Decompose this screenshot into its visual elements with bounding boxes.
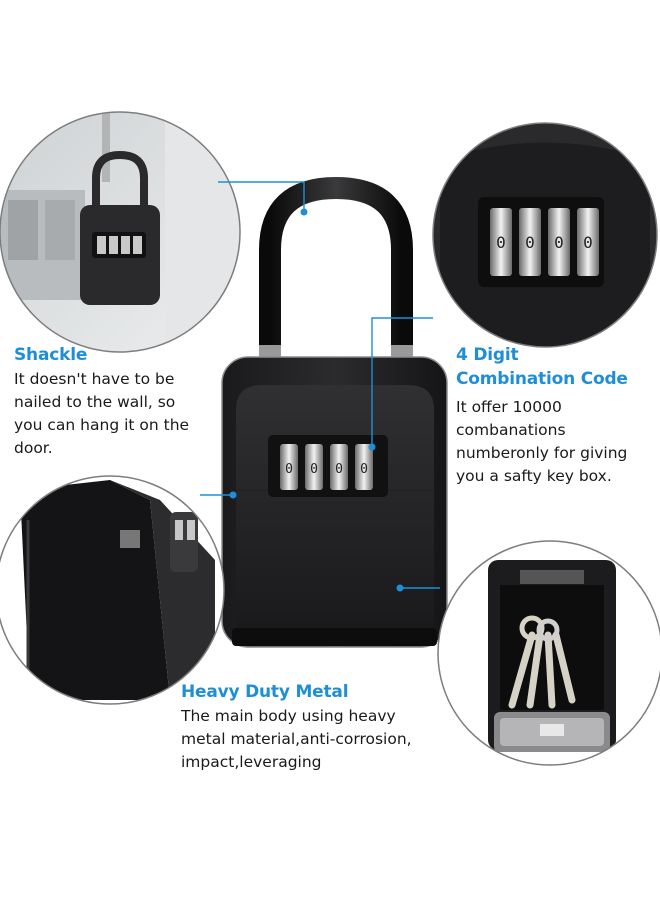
inset-open-box-keys [437, 540, 660, 766]
combination-dials: 0 0 0 0 [268, 435, 388, 497]
shackle-callout-dot [300, 208, 308, 216]
body-callout-dot [229, 491, 237, 499]
dial-callout-line [371, 317, 433, 445]
svg-text:0: 0 [496, 233, 506, 252]
callout-lines [200, 181, 440, 589]
shackle [259, 176, 413, 360]
svg-text:0: 0 [360, 462, 368, 477]
metal-title: Heavy Duty Metal [181, 682, 349, 702]
svg-text:0: 0 [525, 233, 535, 252]
svg-text:0: 0 [335, 462, 343, 477]
combination-description: It offer 10000 combanations numberonly f… [456, 398, 628, 485]
dial-callout-dot [368, 443, 376, 451]
shackle-title: Shackle [14, 345, 88, 365]
combination-title-line1: 4 Digit [456, 345, 519, 365]
svg-text:0: 0 [285, 462, 293, 477]
metal-callout-dot [396, 584, 404, 592]
inset-door-hanging [0, 111, 241, 353]
svg-text:0: 0 [583, 233, 593, 252]
shackle-callout-line [218, 181, 305, 210]
svg-text:0: 0 [310, 462, 318, 477]
metal-description: The main body using heavy metal material… [181, 707, 412, 771]
main-lockbox: 0 0 0 0 [221, 176, 448, 648]
shackle-description: It doesn't have to be nailed to the wall… [14, 370, 190, 457]
combination-title-line2: Combination Code [456, 369, 628, 389]
inset-dial-closeup: 0 0 0 0 [432, 122, 658, 348]
inset-metal-body [0, 475, 225, 705]
svg-text:0: 0 [554, 233, 564, 252]
